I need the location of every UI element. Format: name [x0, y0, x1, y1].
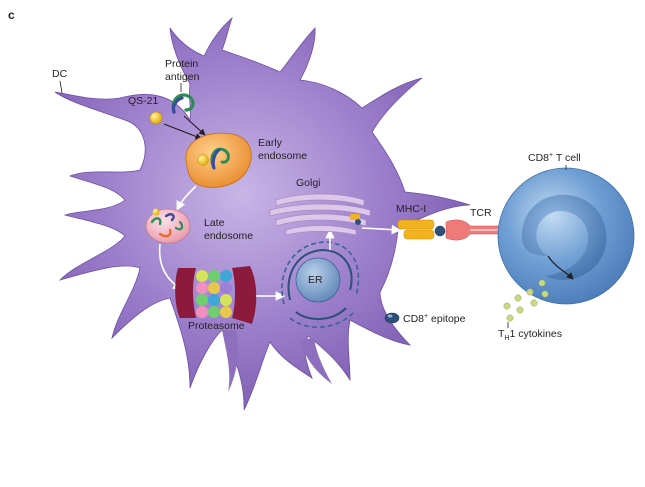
- label-cd8-epitope-sup: +: [424, 313, 428, 320]
- label-cd8-epitope: CD8+ epitope: [403, 313, 466, 325]
- label-proteasome: Proteasome: [188, 320, 245, 332]
- label-qs21: QS-21: [128, 95, 159, 107]
- label-th1-suffix: 1 cytokines: [509, 328, 562, 340]
- endoplasmic-reticulum: [281, 241, 360, 328]
- label-cd8-t-cell-sup: +: [549, 152, 553, 159]
- panel-letter: c: [8, 8, 15, 22]
- golgi-vesicle-mhc: [350, 214, 361, 225]
- arrow-cytokine-release: [547, 255, 574, 280]
- arrow-antigen-to-endosome: [183, 115, 206, 136]
- label-cd8-t-cell-suffix: T cell: [553, 152, 581, 164]
- label-protein-antigen-line2: antigen: [165, 71, 200, 83]
- th1-cytokines: [503, 279, 549, 322]
- label-er: ER: [308, 274, 323, 286]
- label-cd8-t-cell-prefix: CD8: [528, 152, 549, 164]
- early-endosome: [185, 132, 252, 188]
- label-golgi: Golgi: [296, 177, 321, 189]
- leader-dc: [59, 80, 63, 94]
- label-th1-prefix: T: [498, 328, 505, 340]
- mhc-i-molecule: [397, 219, 446, 240]
- label-early-endosome-line2: endosome: [258, 150, 307, 162]
- label-dc: DC: [52, 68, 68, 80]
- label-cd8-t-cell: CD8+ T cell: [528, 152, 581, 164]
- label-tcr: TCR: [470, 207, 492, 219]
- label-cd8-epitope-suffix: epitope: [428, 313, 466, 325]
- qs21-ball-icon: [149, 111, 163, 125]
- arrow-qs21-to-endosome: [163, 123, 203, 140]
- label-cd8-epitope-prefix: CD8: [403, 313, 424, 325]
- cd8-t-cell: [497, 167, 635, 305]
- label-early-endosome-line1: Early: [258, 137, 283, 149]
- late-endosome: [145, 208, 191, 244]
- protein-antigen-icon: [171, 93, 195, 114]
- golgi-apparatus: [269, 193, 371, 236]
- dendrite-lower: [222, 330, 238, 392]
- label-mhc-i: MHC-I: [396, 203, 426, 215]
- arrow-early-to-late: [176, 185, 197, 211]
- label-th1-sub: H: [504, 335, 509, 342]
- tcr-molecule: [445, 219, 507, 241]
- label-late-endosome-line2: endosome: [204, 230, 253, 242]
- dendrite-bottom: [300, 338, 332, 384]
- proteasome: [175, 266, 257, 324]
- label-late-endosome-line1: Late: [204, 217, 225, 229]
- label-th1-cytokines: TH1 cytokines: [498, 328, 562, 342]
- cd8-epitope-legend-icon: [384, 312, 400, 324]
- label-protein-antigen-line1: Protein: [165, 58, 198, 70]
- arrow-golgi-to-surface: [361, 224, 402, 235]
